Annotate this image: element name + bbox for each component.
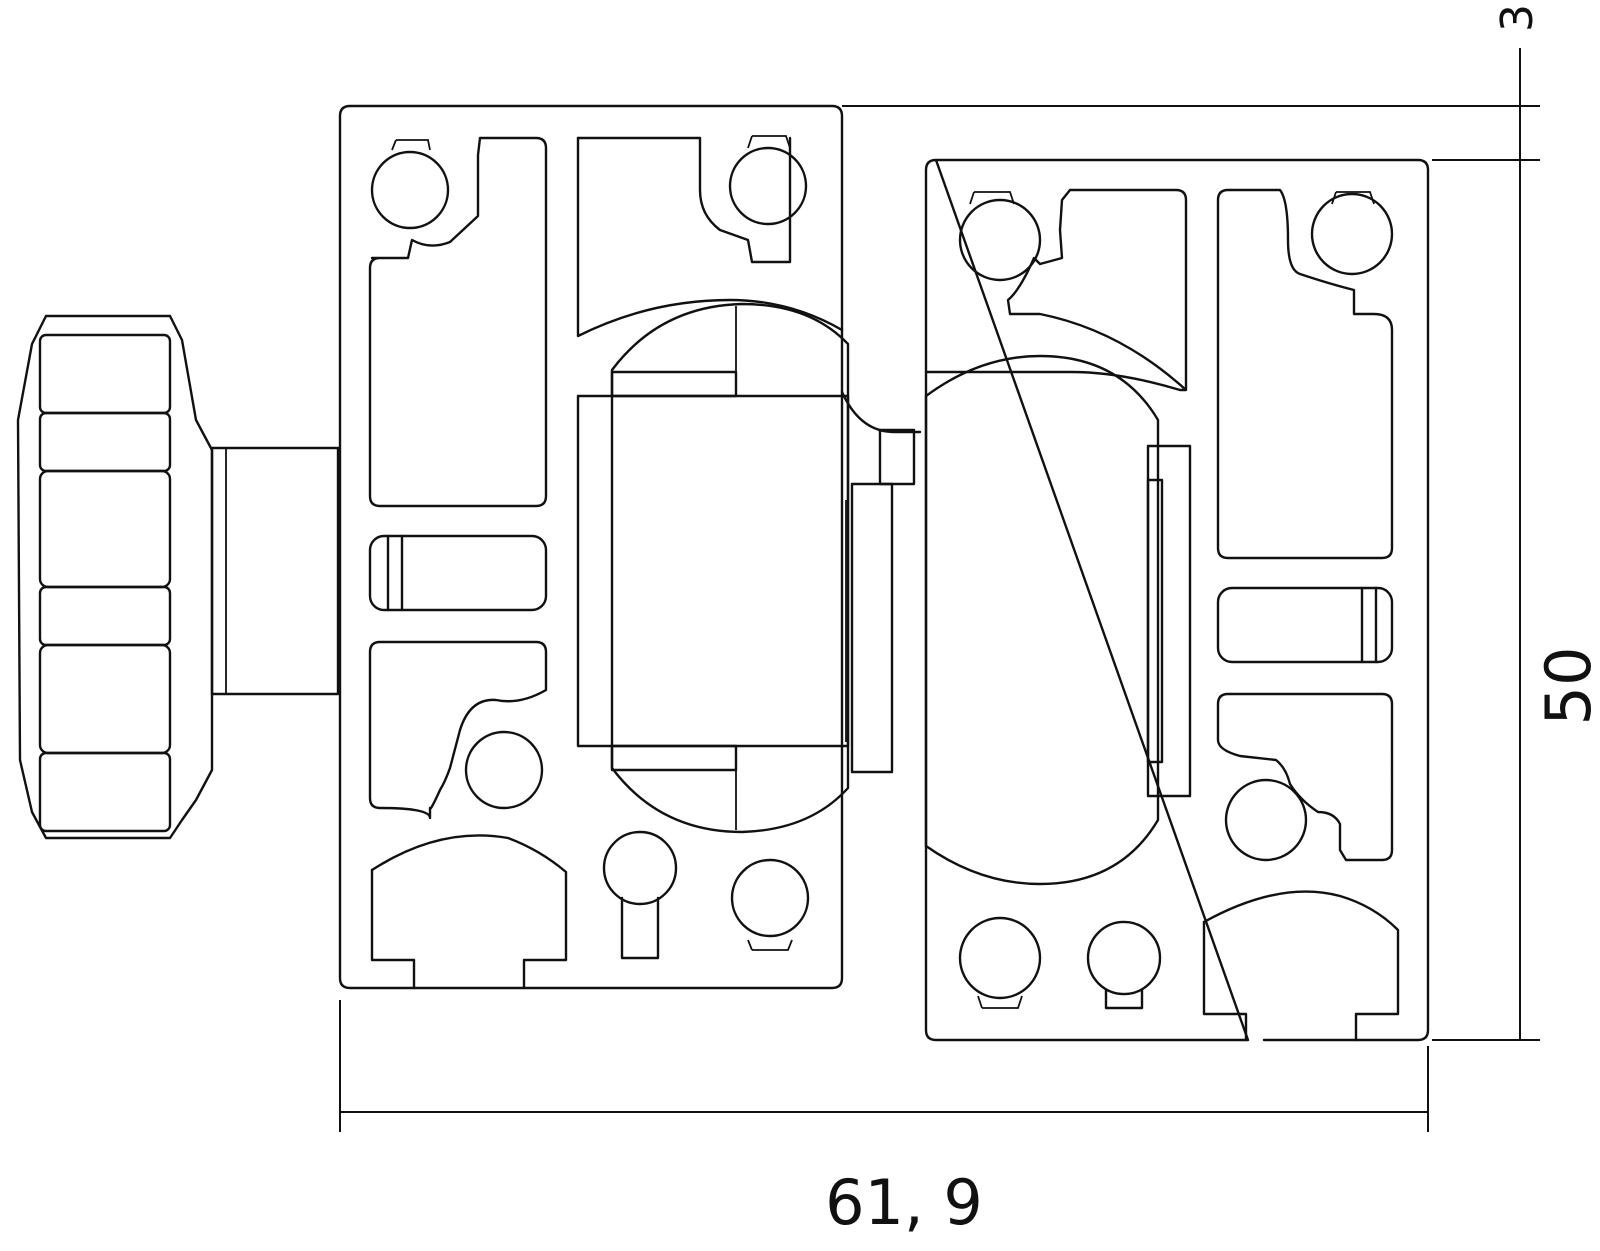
left-profile [338, 104, 850, 990]
screw-icon [1224, 778, 1308, 862]
dimension-lines [339, 48, 1540, 1132]
screw-icon [370, 150, 450, 230]
screw-icon [730, 858, 810, 938]
screw-icon [728, 146, 808, 226]
width-dimension-label: 61, 9 [825, 1166, 983, 1239]
screw-icon [958, 198, 1042, 282]
screw-icon [958, 916, 1042, 1000]
height-dimension-label: 50 [1532, 647, 1600, 726]
screw-icon [1310, 192, 1394, 276]
screw-icon [464, 730, 544, 810]
right-profile [924, 158, 1430, 1042]
offset-dimension-label: 3 [1492, 4, 1543, 32]
connector [840, 390, 922, 774]
knob [16, 314, 340, 840]
